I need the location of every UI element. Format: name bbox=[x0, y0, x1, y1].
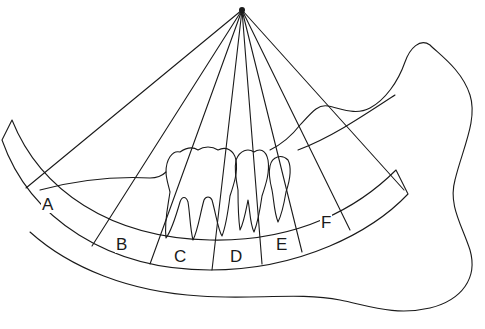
segment-letter: F bbox=[320, 214, 332, 231]
beam-lines bbox=[26, 10, 404, 270]
segment-letter: C bbox=[173, 248, 187, 265]
segment-letter: B bbox=[115, 236, 128, 253]
molar-tooth bbox=[235, 150, 268, 232]
segment-letter: A bbox=[41, 196, 54, 213]
source-point bbox=[239, 7, 245, 13]
inner-ridge bbox=[298, 95, 395, 150]
segment-letter: D bbox=[229, 248, 243, 265]
mandible-outline bbox=[30, 43, 472, 311]
segment-letter: E bbox=[275, 236, 288, 253]
premolar-tooth bbox=[269, 157, 290, 222]
film-band bbox=[2, 120, 408, 270]
